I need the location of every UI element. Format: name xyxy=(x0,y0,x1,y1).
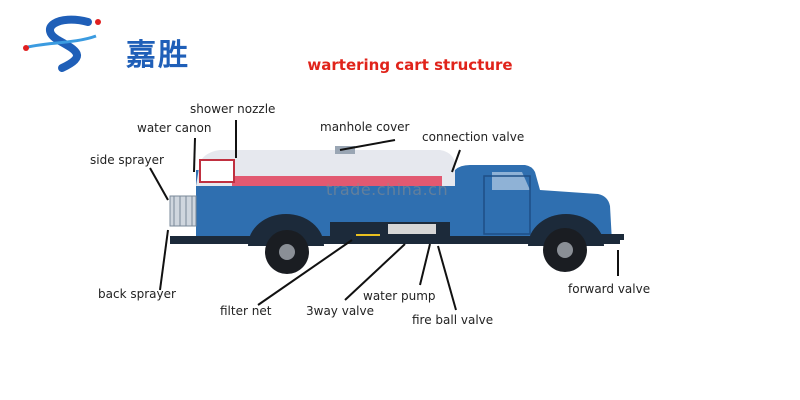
logo-text: 嘉胜 xyxy=(126,38,190,73)
rear-fender xyxy=(248,214,324,246)
leader-lines xyxy=(149,120,619,311)
tank-stripe xyxy=(232,176,442,186)
label-connection-valve: connection valve xyxy=(422,130,525,144)
label-fire-ball-valve: fire ball valve xyxy=(412,313,494,327)
label-water-pump: water pump xyxy=(363,289,436,303)
logo-swoosh-icon xyxy=(23,15,101,72)
label-shower-nozzle: shower nozzle xyxy=(190,102,276,116)
tank-body xyxy=(196,170,455,238)
pump-plate xyxy=(388,224,436,234)
watermark: trade.china.cn xyxy=(326,180,449,199)
label-3way-valve: 3way valve xyxy=(306,304,374,318)
shower-nozzle-box xyxy=(199,159,235,183)
label-side-sprayer: side sprayer xyxy=(90,153,164,167)
label-water-canon: water canon xyxy=(137,121,212,135)
label-manhole-cover: manhole cover xyxy=(320,120,410,134)
label-forward-valve: forward valve xyxy=(568,282,651,296)
diagram-title: wartering cart structure xyxy=(307,56,513,74)
chassis xyxy=(170,236,620,244)
label-filter-net: filter net xyxy=(220,304,272,318)
label-back-sprayer: back sprayer xyxy=(98,287,176,301)
company-logo: 嘉胜 xyxy=(18,14,218,74)
